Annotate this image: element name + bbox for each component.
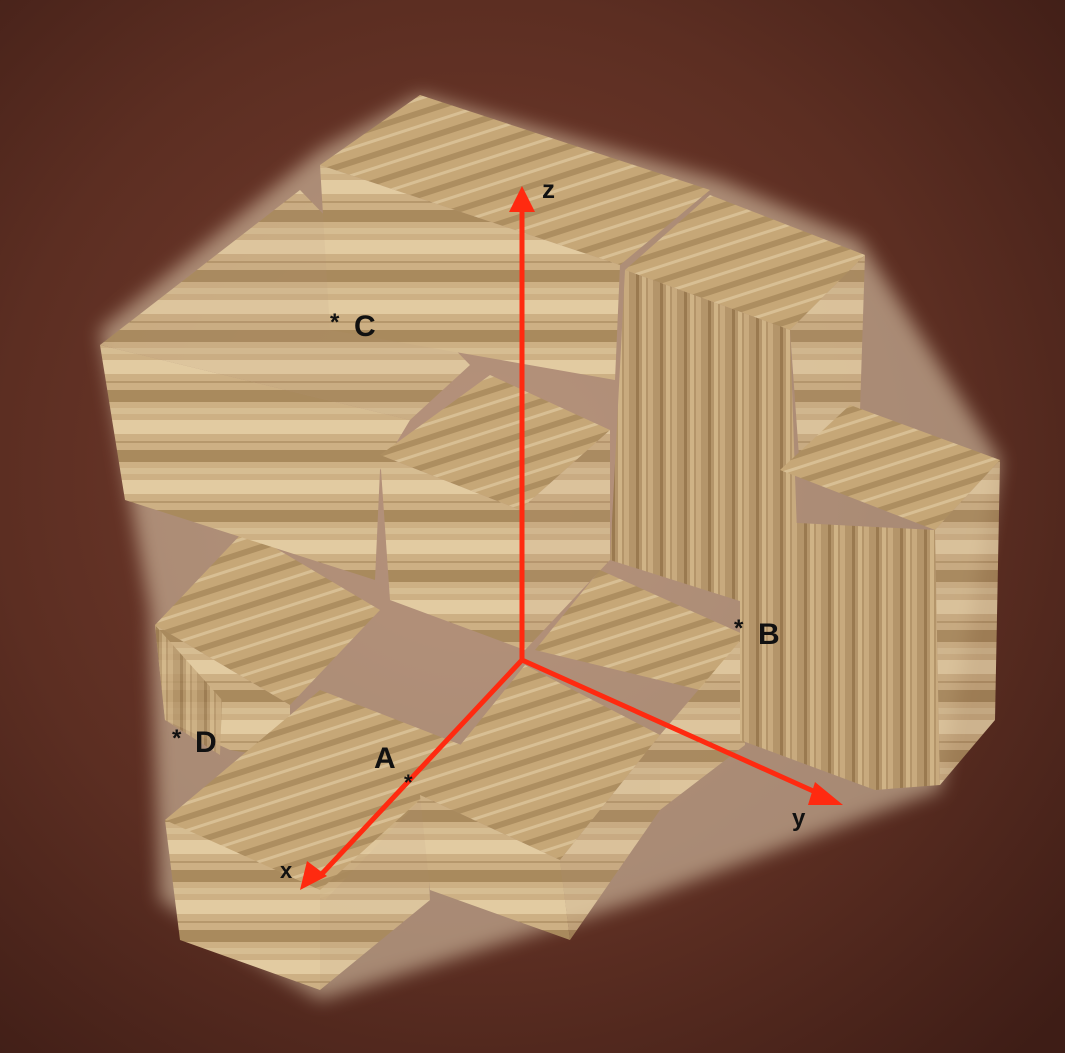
- lower-left-block: [155, 530, 380, 760]
- point-d-marker: *: [172, 725, 182, 752]
- point-d-label: D: [195, 726, 217, 759]
- point-c-label: C: [354, 310, 376, 343]
- center-bottom-cube: [420, 665, 660, 940]
- point-a-label: A: [374, 742, 396, 775]
- front-arm-block: [165, 690, 500, 990]
- point-a-marker: *: [404, 770, 413, 795]
- point-b-label: B: [758, 618, 780, 651]
- point-b-marker: *: [734, 615, 744, 642]
- y-axis-line: [520, 657, 824, 798]
- point-c-marker: *: [330, 309, 340, 336]
- x-axis-line: [316, 658, 524, 880]
- y-axis-label: y: [792, 805, 806, 832]
- x-axis-arrowhead: [300, 861, 327, 890]
- far-right-block: [740, 405, 1000, 790]
- center-middle-cube: [380, 375, 610, 650]
- z-axis-label: z: [542, 174, 555, 204]
- axis-arrows: [300, 186, 843, 890]
- upper-left-block: [100, 190, 470, 580]
- y-axis-arrowhead: [808, 782, 843, 805]
- lower-right-block: [535, 570, 745, 810]
- x-axis-label: x: [280, 858, 293, 883]
- z-axis-arrowhead: [509, 186, 535, 212]
